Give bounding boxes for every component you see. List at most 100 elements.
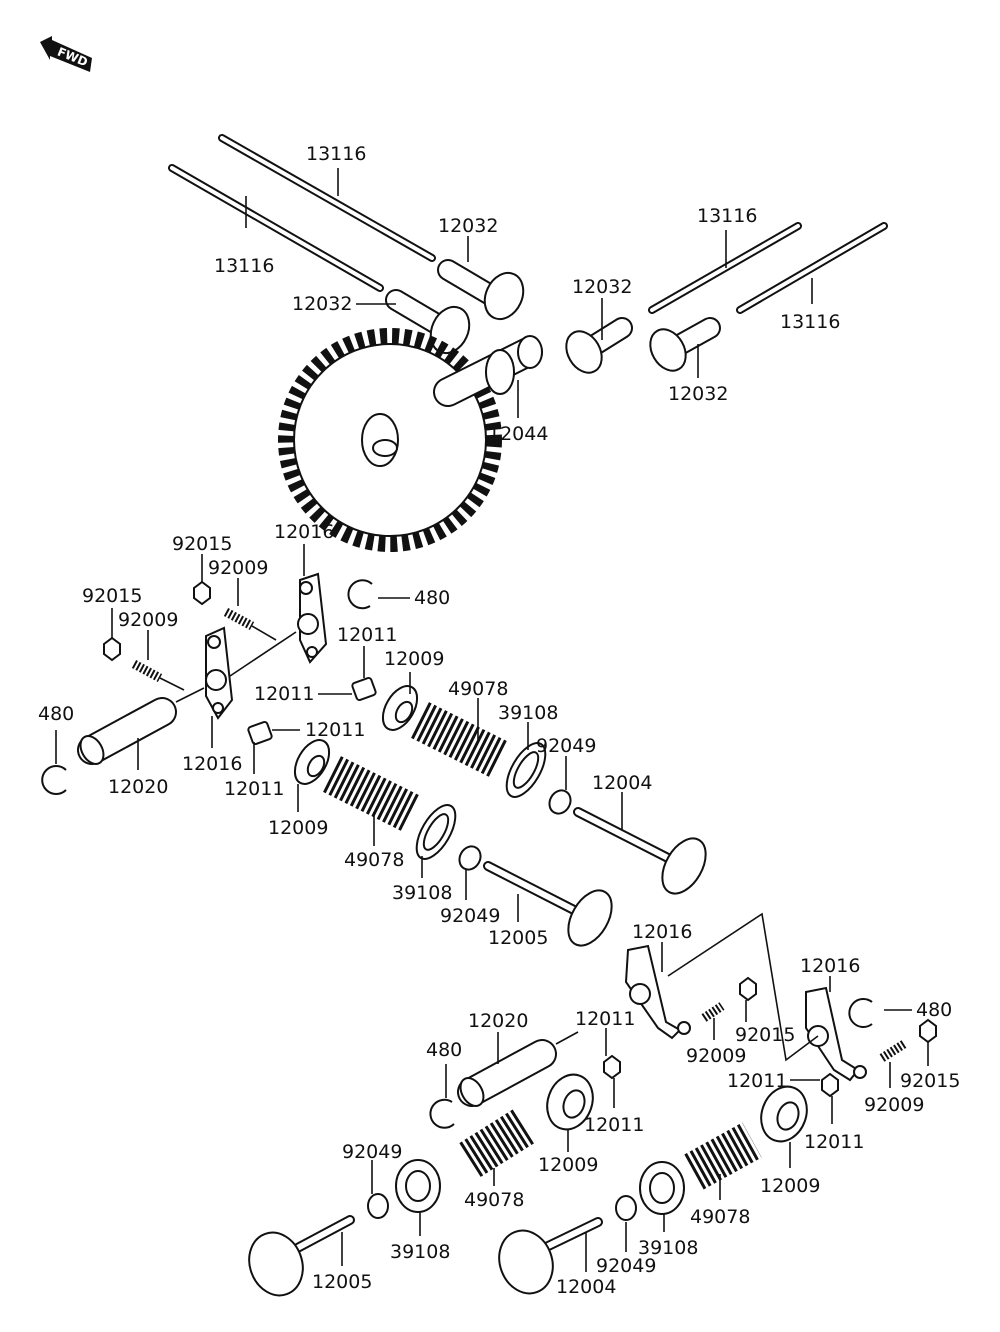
callout-shaft-a: 12020 <box>108 776 168 798</box>
seal-c-part <box>367 1193 389 1219</box>
callout-spring-a: 49078 <box>448 678 508 700</box>
retainer-c-part <box>546 1073 594 1131</box>
callout-nut-b: 92015 <box>82 585 142 607</box>
callout-valve-ex-b: 12005 <box>312 1271 372 1293</box>
retainer-b-part <box>293 739 331 785</box>
callout-circlip-c: 480 <box>916 999 952 1021</box>
callout-retainer-b: 12009 <box>268 817 328 839</box>
stud-a-part <box>223 608 277 641</box>
callout-camshaft: 12044 <box>488 423 548 445</box>
seal-b-part <box>458 845 482 871</box>
rocker-a-part <box>297 572 328 664</box>
bush-e-part <box>603 1054 621 1080</box>
callout-washer-a: 39108 <box>498 702 558 724</box>
pushrod-c-part <box>648 222 802 314</box>
callout-bush-g: 12011 <box>727 1070 787 1092</box>
spring-d-part <box>684 1122 762 1190</box>
callout-lifter-c: 12032 <box>572 276 632 298</box>
seal-d-part <box>615 1195 637 1221</box>
callout-lifter-d: 12032 <box>668 383 728 405</box>
stud-b-part <box>131 660 185 691</box>
bush-c-part <box>247 720 273 746</box>
callout-washer-b: 39108 <box>392 882 452 904</box>
callout-labels: 13116 13116 13116 13116 12032 12032 1203… <box>38 143 960 1298</box>
callout-retainer-a: 12009 <box>384 648 444 670</box>
spring-c-part <box>459 1109 535 1177</box>
camshaft-part <box>278 328 543 552</box>
callout-seal-b: 92049 <box>440 905 500 927</box>
nut-d-part <box>919 1018 937 1044</box>
callout-circlip-d: 480 <box>426 1039 462 1061</box>
pushrod-b-part <box>168 164 384 292</box>
callout-bush-c: 12011 <box>305 719 365 741</box>
seal-a-part <box>548 789 572 815</box>
spring-b-part <box>323 756 421 832</box>
lifter-c-part <box>565 317 633 374</box>
valve-in-a-part <box>573 807 707 895</box>
callout-bush-a: 12011 <box>337 624 397 646</box>
callout-bush-d: 12011 <box>224 778 284 800</box>
callout-rocker-b: 12016 <box>182 753 242 775</box>
circlip-c-part <box>848 998 873 1028</box>
callout-bush-b: 12011 <box>254 683 314 705</box>
retainer-a-part <box>381 685 419 731</box>
callout-rocker-c: 12016 <box>632 921 692 943</box>
fwd-label: FWD <box>55 45 89 70</box>
spring-a-part <box>411 702 509 778</box>
circlip-b-part <box>347 579 373 610</box>
shaft-b-part <box>457 1031 579 1107</box>
nut-b-part <box>103 636 121 662</box>
callout-circlip-b: 480 <box>38 703 74 725</box>
callout-valve-in-b: 12004 <box>556 1276 616 1298</box>
callout-seal-a: 92049 <box>536 735 596 757</box>
retainer-d-part <box>760 1085 808 1143</box>
fwd-arrow-icon: FWD <box>40 36 92 72</box>
callout-stud-c: 92009 <box>686 1045 746 1067</box>
callout-retainer-c: 12009 <box>538 1154 598 1176</box>
rocker-b-part <box>205 626 234 720</box>
callout-spring-d: 49078 <box>690 1206 750 1228</box>
callout-bush-f: 12011 <box>584 1114 644 1136</box>
stud-c-part <box>701 1002 725 1022</box>
callout-nut-d: 92015 <box>900 1070 960 1092</box>
callout-washer-d: 39108 <box>638 1237 698 1259</box>
callout-lifter-a: 12032 <box>438 215 498 237</box>
valve-ex-a-part <box>483 861 613 947</box>
circlip-a-part <box>41 765 67 795</box>
callout-seal-c: 92049 <box>342 1141 402 1163</box>
washer-a-part <box>505 742 547 798</box>
callout-pushrod-a: 13116 <box>306 143 366 165</box>
bush-a-part <box>351 676 377 702</box>
callout-circlip-a: 480 <box>414 587 450 609</box>
callout-seal-d: 92049 <box>596 1255 656 1277</box>
callout-nut-a: 92015 <box>172 533 232 555</box>
callout-shaft-b: 12020 <box>468 1010 528 1032</box>
callout-washer-c: 39108 <box>390 1241 450 1263</box>
callout-spring-b: 49078 <box>344 849 404 871</box>
pushrod-d-part <box>736 222 888 314</box>
stud-d-part <box>879 1040 907 1062</box>
valve-in-b-part <box>498 1217 603 1295</box>
washer-d-part <box>639 1161 685 1215</box>
rocker-c-part <box>624 944 691 1040</box>
lifter-d-part <box>649 317 721 372</box>
nut-c-part <box>739 976 757 1002</box>
callout-stud-b: 92009 <box>118 609 178 631</box>
callout-bush-e: 12011 <box>575 1008 635 1030</box>
valve-ex-b-part <box>248 1215 355 1297</box>
callout-lifter-b: 12032 <box>292 293 352 315</box>
callout-pushrod-b: 13116 <box>214 255 274 277</box>
callout-nut-c: 92015 <box>735 1024 795 1046</box>
callout-bush-h: 12011 <box>804 1131 864 1153</box>
washer-b-part <box>415 804 457 860</box>
lifter-b-part <box>385 289 471 355</box>
circlip-d-part <box>429 1098 455 1129</box>
lifter-a-part <box>437 259 525 321</box>
pushrod-a-part <box>218 134 436 262</box>
washer-c-part <box>395 1159 441 1213</box>
callout-stud-d: 92009 <box>864 1094 924 1116</box>
callout-rocker-a: 12016 <box>274 521 334 543</box>
nut-a-part <box>193 580 211 606</box>
